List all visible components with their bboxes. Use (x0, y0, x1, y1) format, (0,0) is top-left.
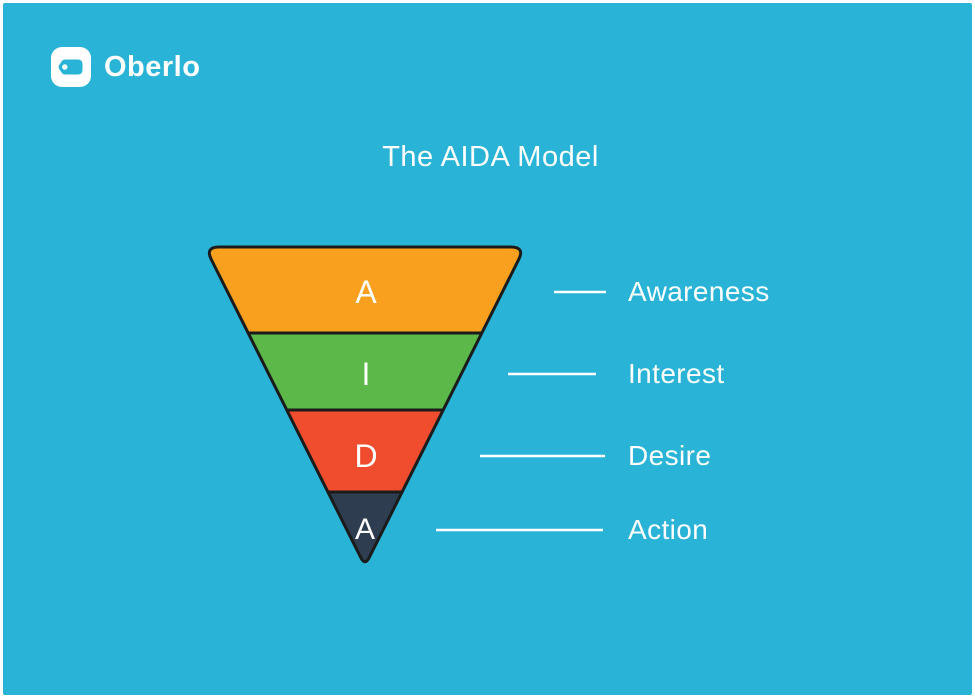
page-title: The AIDA Model (382, 141, 599, 173)
tag-shape (58, 59, 83, 75)
tag-hole (62, 64, 68, 70)
stage-label-awareness: Awareness (628, 276, 770, 307)
stage-letter-desire: D (354, 438, 377, 474)
stage-letter-action: A (355, 513, 375, 546)
funnel-outline (207, 245, 523, 564)
stage-letter-awareness: A (355, 274, 377, 310)
oberlo-logo: Oberlo (51, 47, 200, 87)
tag-icon (58, 59, 83, 75)
stage-label-action: Action (628, 514, 709, 545)
funnel-stage-awareness (209, 247, 521, 333)
aida-funnel-diagram: A I D A (207, 245, 606, 564)
oberlo-logo-badge (51, 47, 91, 87)
stage-label-desire: Desire (628, 440, 712, 471)
stage-letter-interest: I (362, 356, 371, 392)
stage-label-interest: Interest (628, 358, 725, 389)
oberlo-wordmark: Oberlo (104, 50, 201, 83)
